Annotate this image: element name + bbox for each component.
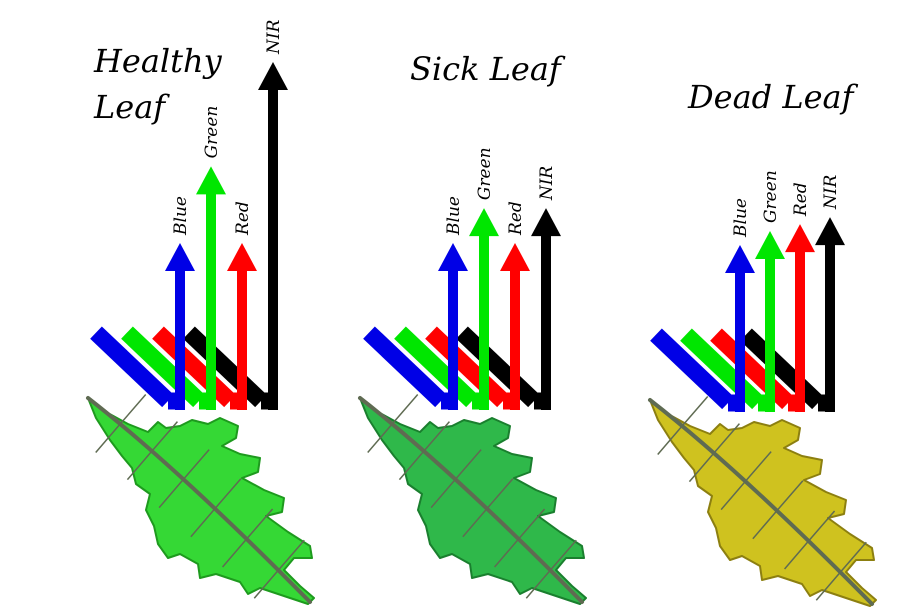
- leaf-vein: [126, 451, 152, 481]
- leaf-vein: [815, 571, 841, 601]
- incident-light-bands: [363, 326, 540, 408]
- panel-title-line-1: Sick Leaf: [410, 50, 566, 88]
- band-label: NIR: [821, 175, 841, 211]
- leaf-vein: [391, 394, 419, 426]
- leaf-vein: [744, 451, 772, 483]
- reflected-arrow-head: [725, 244, 755, 273]
- band-label: Blue: [731, 198, 751, 238]
- band-label: Green: [475, 147, 495, 200]
- leaf-blade: [87, 397, 315, 605]
- reflected-arrow-head: [469, 208, 499, 237]
- reflected-light-arrows: Blue Green Red NIR: [725, 170, 845, 412]
- leaf-vein: [95, 424, 121, 454]
- leaf-illustration: [358, 394, 587, 605]
- leaf-illustration: [648, 396, 877, 607]
- reflected-arrow-head: [755, 231, 785, 260]
- leaf-vein: [222, 538, 248, 568]
- band-label: NIR: [537, 166, 557, 202]
- leaf-vein: [158, 479, 184, 509]
- leaf-vein: [150, 421, 178, 453]
- reflected-arrow-head: [500, 242, 530, 271]
- panel-title-line-1: Dead Leaf: [687, 78, 859, 116]
- leaf-vein: [784, 540, 810, 570]
- leaf-blade: [359, 397, 587, 605]
- leaf-vein: [752, 510, 778, 540]
- leaf-vein: [214, 478, 242, 510]
- incident-band: [121, 326, 205, 408]
- leaf-vein: [839, 541, 867, 573]
- leaf-vein: [486, 478, 514, 510]
- leaf-vein: [720, 481, 746, 511]
- reflected-arrow-head: [258, 62, 288, 90]
- reflected-arrow-head: [785, 224, 815, 253]
- band-label: Red: [791, 182, 811, 217]
- leaf-vein: [430, 479, 456, 509]
- incident-light-bands: [90, 326, 267, 408]
- reflected-arrow-head: [227, 242, 257, 271]
- band-label: Red: [233, 201, 253, 236]
- incident-band: [425, 326, 509, 408]
- leaf-midrib: [86, 396, 312, 604]
- leaf-vein: [657, 426, 683, 456]
- leaf-vein: [422, 421, 450, 453]
- leaf-vein: [253, 569, 279, 599]
- reflected-arrow-head: [438, 242, 468, 271]
- incident-light-bands: [650, 328, 824, 410]
- leaf-vein: [398, 451, 424, 481]
- panel-dead: Dead Leaf Blue Green Red NIR: [648, 78, 877, 607]
- incident-band: [90, 326, 174, 408]
- leaf-vein: [277, 539, 305, 571]
- leaf-vein: [182, 449, 210, 481]
- leaf-vein: [454, 449, 482, 481]
- leaf-midrib: [648, 398, 874, 606]
- incident-band: [710, 328, 794, 410]
- leaf-vein: [190, 508, 216, 538]
- leaf-vein: [688, 453, 714, 483]
- band-label: Green: [761, 170, 781, 223]
- reflected-arrow-head: [815, 217, 845, 246]
- leaf-vein: [549, 539, 577, 571]
- band-label: Blue: [444, 196, 464, 236]
- reflected-arrow-head: [531, 208, 561, 237]
- leaf-vein: [808, 510, 836, 542]
- incident-band: [183, 326, 267, 408]
- incident-band: [650, 328, 734, 410]
- leaf-vein: [119, 394, 147, 426]
- leaf-vein: [525, 569, 551, 599]
- leaf-vein: [681, 396, 709, 428]
- incident-band: [740, 328, 824, 410]
- incident-band: [363, 326, 447, 408]
- leaf-blade: [649, 399, 877, 607]
- band-label: Green: [202, 106, 222, 159]
- leaf-vein: [518, 508, 546, 540]
- leaf-vein: [712, 423, 740, 455]
- reflected-arrow-head: [196, 166, 226, 195]
- band-label: Red: [506, 201, 526, 236]
- leaf-vein: [246, 508, 274, 540]
- leaf-vein: [367, 424, 393, 454]
- leaf-vein: [494, 538, 520, 568]
- incident-band: [456, 326, 540, 408]
- leaf-midrib: [358, 396, 584, 604]
- leaf-illustration: [86, 394, 315, 605]
- reflected-arrow-head: [165, 242, 195, 271]
- incident-band: [680, 328, 764, 410]
- incident-band: [152, 326, 236, 408]
- leaf-vein: [462, 508, 488, 538]
- incident-band: [394, 326, 478, 408]
- leaf-vein: [776, 480, 804, 512]
- band-label: Blue: [171, 196, 191, 236]
- band-label: NIR: [264, 19, 284, 55]
- panel-title-line-2: Leaf: [93, 88, 170, 126]
- panel-title-line-1: Healthy: [93, 42, 223, 80]
